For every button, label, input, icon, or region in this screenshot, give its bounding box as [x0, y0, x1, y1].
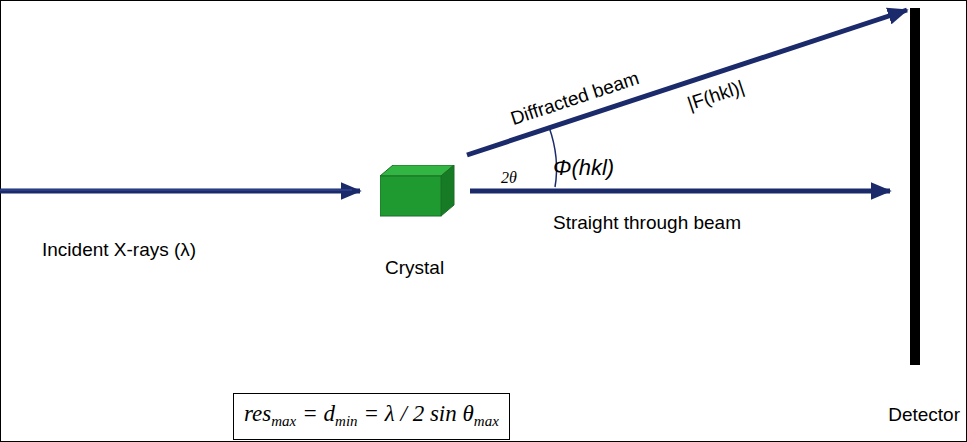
- crystal-label: Crystal: [385, 258, 444, 279]
- formula-term: = d: [302, 401, 335, 426]
- formula-subscript: min: [335, 413, 358, 429]
- straight-beam: [470, 189, 890, 194]
- amplitude-label: |F(hkl)|: [685, 77, 747, 115]
- beam-label: Incident X-rays (λ): [42, 240, 196, 261]
- diffracted-beam: [467, 10, 907, 155]
- crystal-cube: [380, 165, 455, 217]
- detector-label: Detector: [888, 405, 960, 426]
- formula-subscript: max: [474, 413, 499, 429]
- formula-subscript: max: [271, 413, 296, 429]
- angle-label: 2θ: [501, 169, 517, 187]
- formula-box: resmax= dmin= λ / 2 sin θmax: [233, 393, 510, 440]
- crystal-node: Crystal: [380, 165, 455, 217]
- beam-label: Straight through beam: [553, 213, 741, 234]
- phase-label: Φ(hkl): [553, 155, 614, 181]
- formula-term: = λ / 2 sin θ: [364, 401, 474, 426]
- formula-term: res: [244, 401, 271, 426]
- detector-node: Detector: [910, 8, 920, 365]
- incident-beam: [0, 190, 360, 191]
- connectors: [467, 10, 907, 191]
